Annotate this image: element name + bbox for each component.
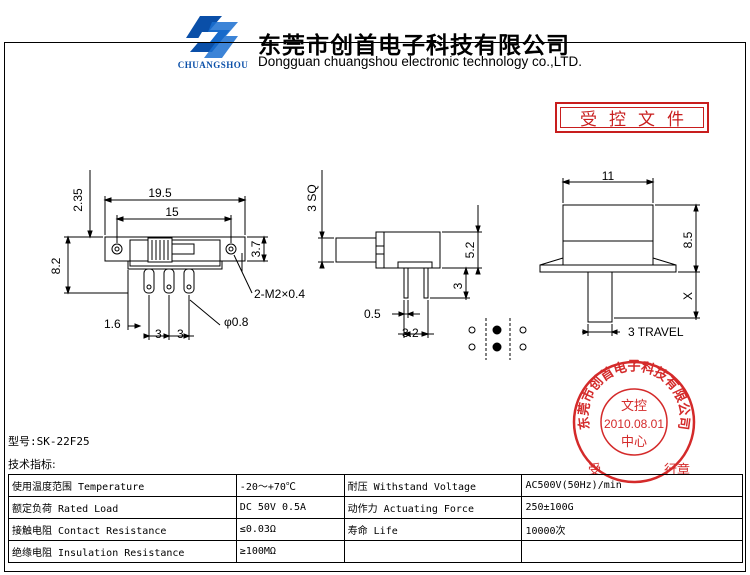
table-row: 接触电阻 Contact Resistance ≤0.03Ω 寿命 Life 1… (8, 518, 743, 541)
spec-value: 250±100G (521, 496, 743, 519)
dim-side-height: 5.2 (463, 241, 477, 258)
table-row: 使用温度范围 Temperature -20～+70℃ 耐压 Withstand… (8, 474, 743, 497)
side-view (318, 170, 482, 338)
spec-name: 使用温度范围 Temperature (8, 474, 237, 497)
controlled-document-stamp: 受控文件 (555, 102, 709, 133)
seal-date: 2010.08.01 (604, 417, 664, 431)
spec-value (521, 540, 743, 563)
logo-text: CHUANGSHOU (177, 60, 249, 70)
table-row: 绝缘电阻 Insulation Resistance ≥100MΩ (8, 540, 743, 563)
spec-table: 使用温度范围 Temperature -20～+70℃ 耐压 Withstand… (8, 474, 743, 563)
dim-end-width: 11 (602, 169, 615, 183)
dim-pin-pitch-2: 3 (177, 327, 184, 341)
end-view (539, 178, 700, 336)
spec-value: ≤0.03Ω (235, 518, 345, 541)
pcb-footprint (468, 318, 527, 360)
dim-pin-width: 0.5 (364, 307, 381, 321)
spec-name: 接触电阻 Contact Resistance (8, 518, 237, 541)
dim-x: X (681, 292, 695, 300)
spec-name: 绝缘电阻 Insulation Resistance (8, 540, 237, 563)
dim-right-height: 3.7 (249, 240, 263, 257)
company-name-en: Dongguan chuangshou electronic technolog… (258, 54, 582, 69)
spec-name: 耐压 Withstand Voltage (343, 474, 523, 497)
front-view-labels: 19.5 15 2.35 8.2 3.7 2-M2×0.4 1.6 3 3 φ0… (49, 186, 305, 341)
spec-name: 动作力 Actuating Force (343, 496, 523, 519)
dim-left-height: 8.2 (49, 257, 63, 274)
dim-pin-pitch-1: 3 (155, 327, 162, 341)
dim-hole-spacing: 15 (165, 205, 179, 219)
dim-top-height: 2.35 (71, 188, 85, 212)
spec-value: 10000次 (521, 518, 743, 541)
technical-drawing: 19.5 15 2.35 8.2 3.7 2-M2×0.4 1.6 3 3 φ0… (49, 169, 700, 360)
dim-overall-width: 19.5 (148, 186, 172, 200)
company-name-cn: 东莞市创首电子科技有限公司 (258, 32, 570, 59)
dim-end-height: 8.5 (681, 231, 695, 248)
model-label: 型号:SK-22F25 (8, 435, 90, 448)
chuangshou-logo-icon (186, 16, 238, 58)
travel-label: 3 TRAVEL (628, 325, 684, 339)
front-view (64, 170, 268, 340)
dim-pin-spacing: 3.2 (402, 326, 419, 340)
spec-name: 额定负荷 Rated Load (8, 496, 237, 519)
dim-square: 3 SQ (305, 184, 319, 211)
spec-value: ≥100MΩ (235, 540, 345, 563)
dim-pin-diameter: φ0.8 (224, 315, 249, 329)
dim-mount-hole: 2-M2×0.4 (254, 287, 305, 301)
spec-name (343, 540, 523, 563)
spec-value: AC500V(50Hz)/min (521, 474, 743, 497)
drawing-frame (4, 42, 746, 572)
spec-value: -20～+70℃ (235, 474, 345, 497)
seal-top-text: 文控 (621, 399, 647, 414)
dim-pin-length: 3 (451, 282, 465, 289)
spec-heading: 技术指标: (8, 458, 56, 471)
dim-pin-offset: 1.6 (104, 317, 121, 331)
end-view-labels: 11 8.5 X 3 TRAVEL (602, 169, 695, 339)
side-view-labels: 3 SQ 5.2 3 0.5 3.2 (305, 184, 477, 340)
spec-name: 寿命 Life (343, 518, 523, 541)
spec-value: DC 50V 0.5A (235, 496, 345, 519)
company-seal-icon: 东莞市创首电子科技有限公司 文控 2010.08.01 中心 受 行章 (572, 359, 696, 484)
controlled-document-label: 受控文件 (580, 110, 696, 130)
table-row: 额定负荷 Rated Load DC 50V 0.5A 动作力 Actuatin… (8, 496, 743, 519)
seal-bottom-text: 中心 (621, 435, 647, 450)
